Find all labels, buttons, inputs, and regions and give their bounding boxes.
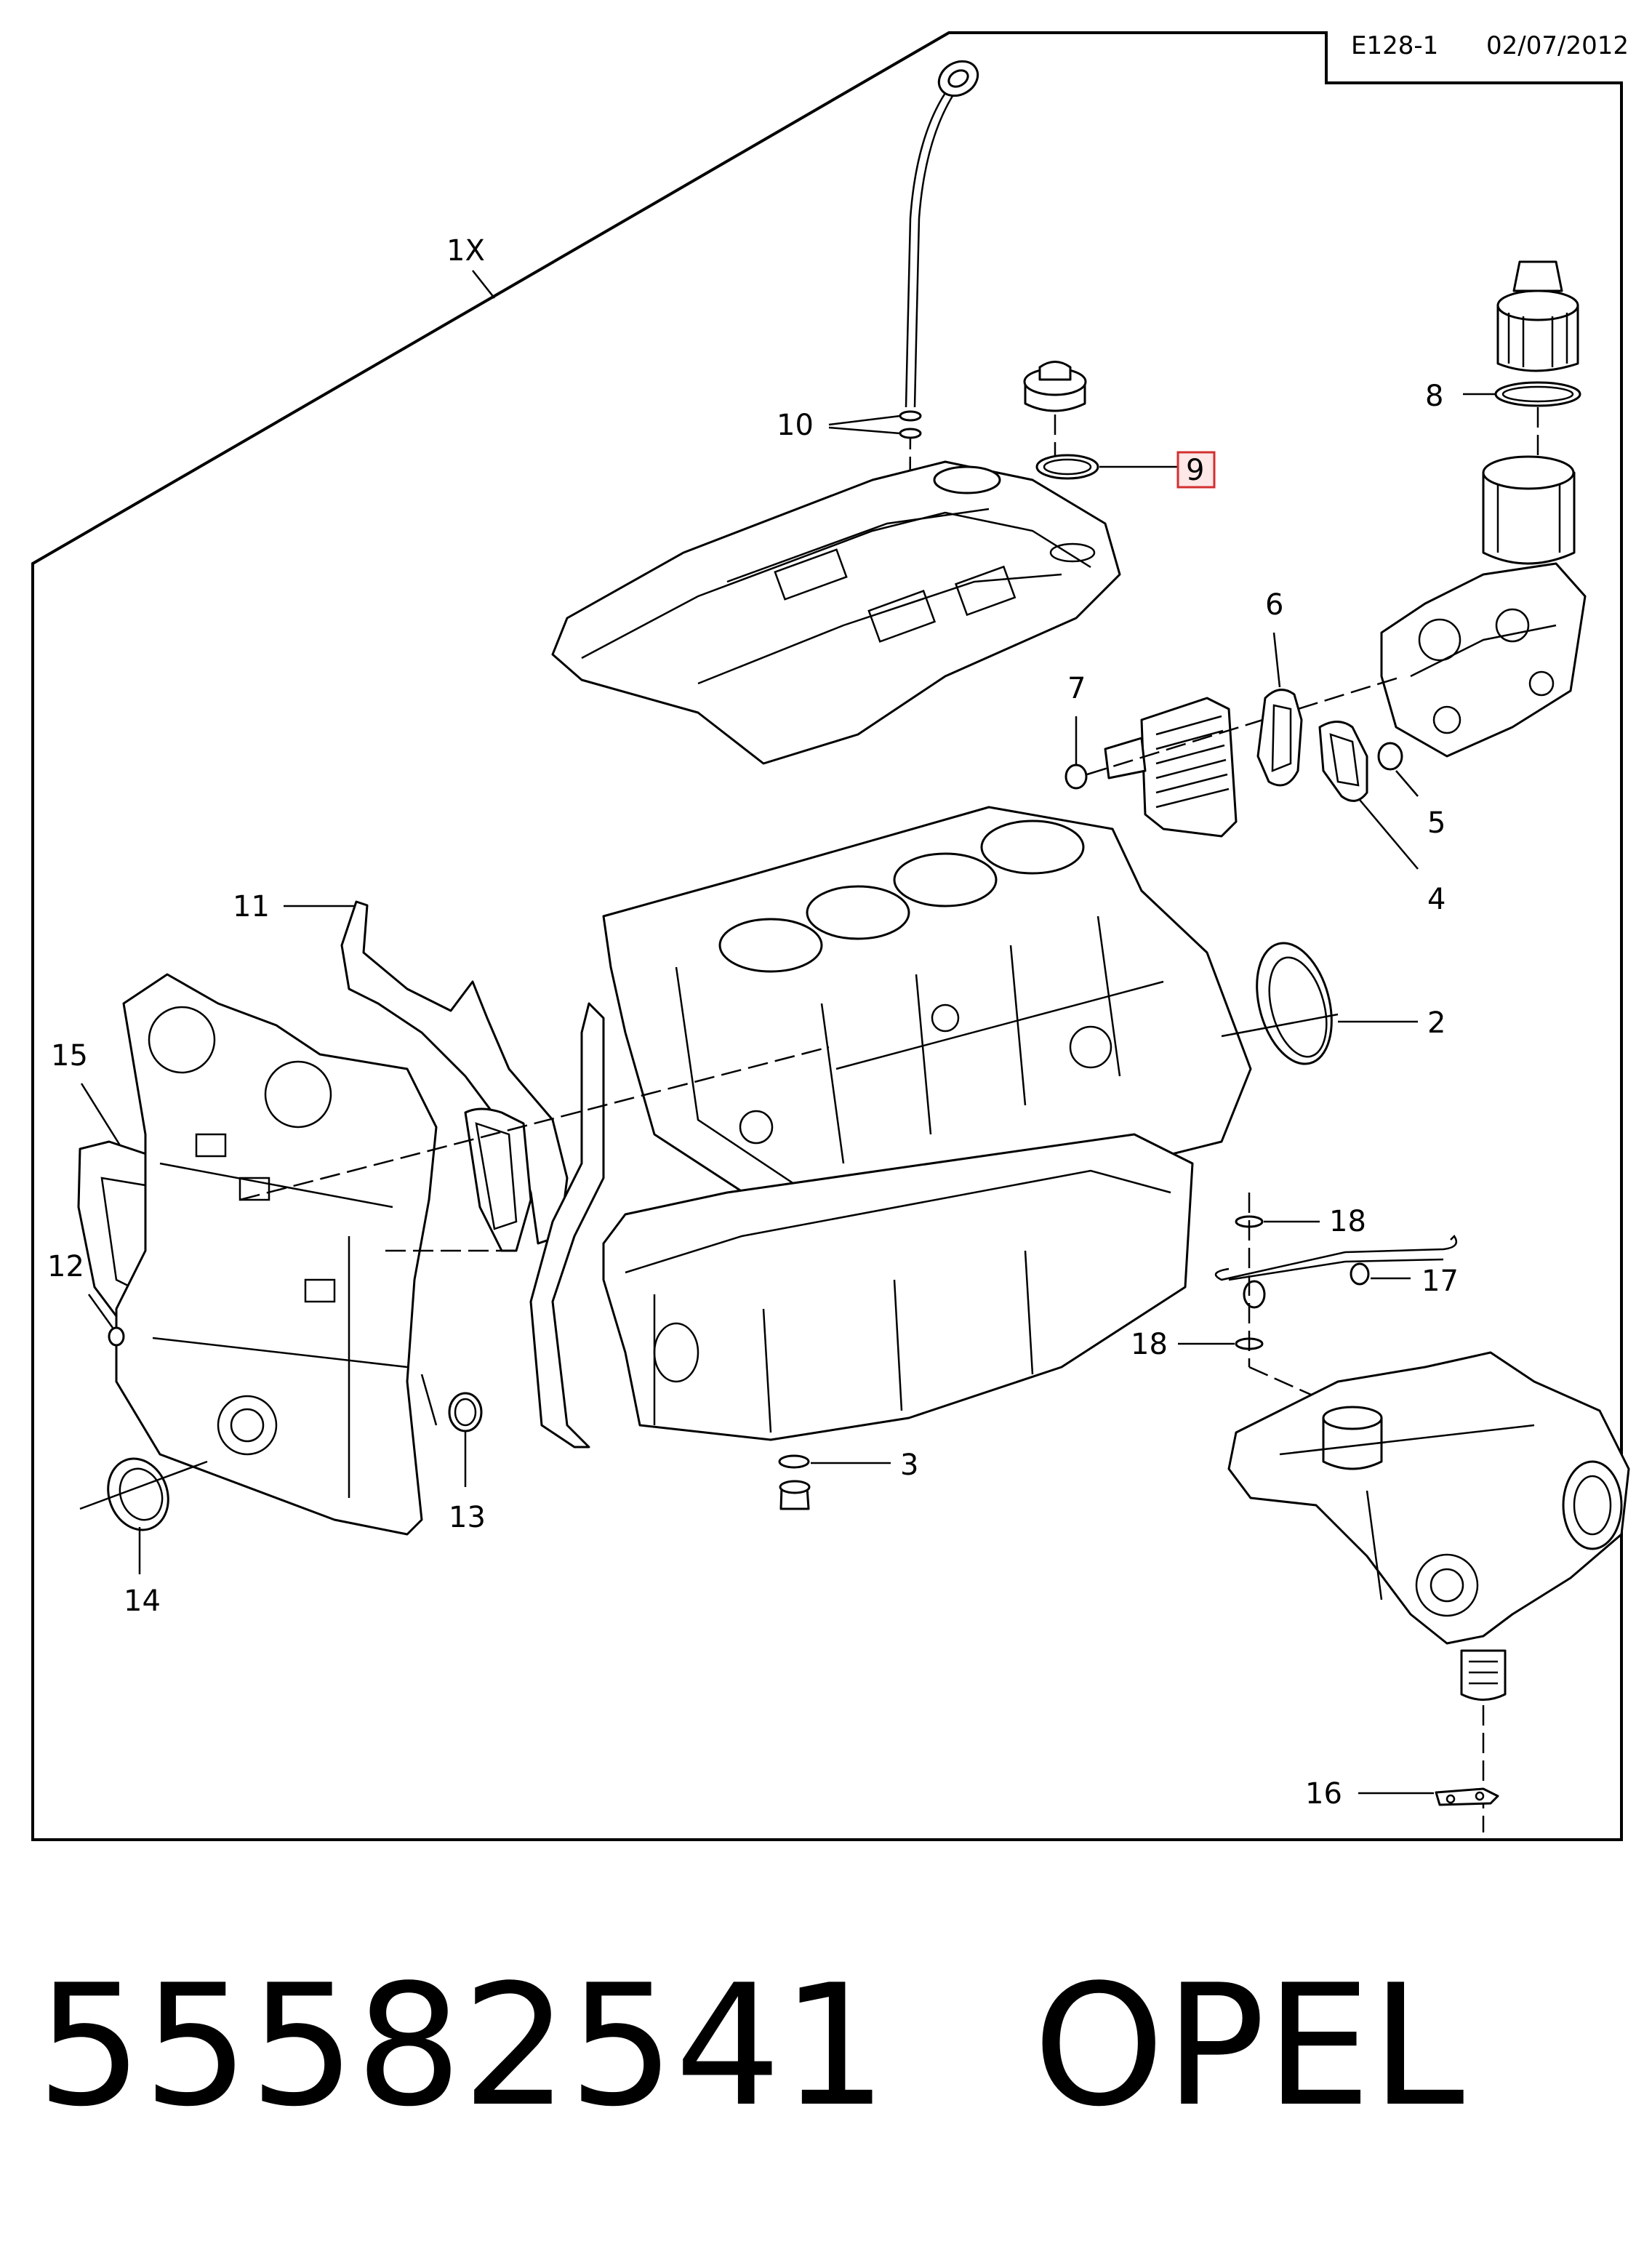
callout-18-upper: 18 <box>1329 1205 1366 1238</box>
callout-7: 7 <box>1067 672 1086 705</box>
callout-5: 5 <box>1427 806 1446 840</box>
timing-cover-seal-13 <box>420 1374 483 1432</box>
oil-pan <box>602 1133 1194 1441</box>
callout-8: 8 <box>1425 380 1443 413</box>
leader-15 <box>80 1083 121 1146</box>
oil-filter-element <box>1482 455 1576 565</box>
leader-12 <box>87 1294 114 1329</box>
cylinder-head-seal-strip <box>529 1002 605 1448</box>
leader-10b <box>828 426 901 435</box>
callout-15: 15 <box>51 1039 88 1073</box>
callout-13: 13 <box>449 1501 486 1534</box>
callout-14: 14 <box>124 1584 161 1618</box>
oil-cooler-seal-ring <box>1064 764 1088 790</box>
timing-cover-o-ring-12 <box>108 1326 125 1347</box>
turbocharger <box>1227 1351 1630 1701</box>
callout-6: 6 <box>1265 588 1283 622</box>
filler-cap-seal-ring <box>1035 454 1099 480</box>
diagram-date: 02/07/2012 <box>1486 31 1629 60</box>
leader-1x <box>472 270 495 299</box>
oil-cooler-o-ring-5 <box>1377 742 1403 771</box>
callout-16: 16 <box>1305 1777 1342 1811</box>
callout-10: 10 <box>777 409 814 442</box>
part-number: 55582541 <box>36 1950 888 2144</box>
brand-name: OPEL <box>1032 1950 1464 2144</box>
engine-block <box>602 806 1252 1245</box>
oil-cooler-gasket-4 <box>1318 721 1368 802</box>
assembly-frame <box>31 31 1623 1841</box>
leader-4 <box>1359 799 1419 870</box>
callout-1x: 1X <box>446 234 485 268</box>
rear-crankshaft-seal <box>1221 942 1339 1065</box>
callout-9-box[interactable] <box>1176 451 1216 489</box>
callout-17: 17 <box>1422 1265 1459 1298</box>
callout-2: 2 <box>1427 1006 1446 1040</box>
turbo-oil-feed-pipe <box>1214 1235 1458 1309</box>
oil-cooler-gasket-6 <box>1256 689 1303 787</box>
dipstick-o-rings <box>899 410 922 439</box>
turbo-heat-shield-bracket <box>1435 1787 1499 1806</box>
exploded-engine-diagram: E128-1 02/07/2012 1X 10 <box>31 31 1630 1841</box>
oil-filter-housing <box>1380 562 1587 758</box>
callout-9[interactable]: 9 <box>1186 454 1204 487</box>
oil-pump-gasket <box>464 1107 532 1252</box>
oil-cooler <box>1104 697 1238 838</box>
leader-6 <box>1272 632 1281 688</box>
callout-12: 12 <box>47 1250 84 1283</box>
diagram-code: E128-1 <box>1351 31 1438 60</box>
block-axis-line-1 <box>239 1046 830 1201</box>
filter-cap-o-ring <box>1494 381 1581 407</box>
leader-10a <box>828 414 901 426</box>
front-timing-cover <box>115 973 438 1536</box>
callout-4: 4 <box>1427 883 1446 916</box>
callout-18-lower: 18 <box>1131 1328 1168 1361</box>
oil-filter-cap <box>1496 260 1579 372</box>
front-crankshaft-seal-14 <box>79 1457 208 1531</box>
drain-plug-seal <box>778 1454 811 1510</box>
leader-5 <box>1395 770 1419 797</box>
callout-11: 11 <box>233 890 270 923</box>
oil-filler-cap <box>1023 361 1087 465</box>
valve-cover <box>551 460 1121 765</box>
callout-3: 3 <box>900 1448 918 1482</box>
